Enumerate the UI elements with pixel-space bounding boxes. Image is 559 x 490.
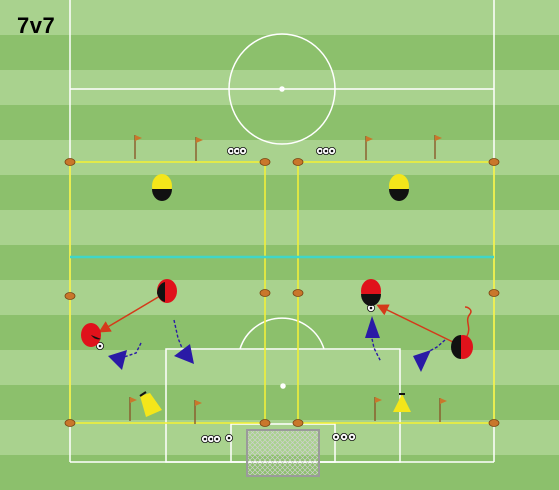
player-disc-icon <box>152 174 172 201</box>
soccer-ball-icon <box>328 147 335 154</box>
cone-icon <box>489 420 499 427</box>
cone-icon <box>65 293 75 300</box>
grass-stripe <box>0 105 559 140</box>
soccer-ball-icon <box>332 433 339 440</box>
soccer-ball-icon <box>340 433 347 440</box>
grass-stripe <box>0 175 559 210</box>
cone-icon <box>293 159 303 166</box>
soccer-ball-icon <box>348 433 355 440</box>
cone-icon <box>293 420 303 427</box>
soccer-ball-icon <box>225 434 232 441</box>
grass-stripe <box>0 385 559 420</box>
centre-spot <box>280 87 284 91</box>
grass-stripe <box>0 35 559 70</box>
cone-icon <box>489 290 499 297</box>
cone-icon <box>260 420 270 427</box>
goal-net-icon <box>247 430 319 476</box>
player-disc-icon <box>389 174 409 201</box>
player-disc-icon <box>157 279 177 303</box>
page-title: 7v7 <box>17 13 55 39</box>
soccer-ball-icon <box>239 147 246 154</box>
cone-icon <box>65 159 75 166</box>
player-disc-icon <box>451 335 473 359</box>
grass-stripe <box>0 140 559 175</box>
grass-stripe <box>0 210 559 245</box>
cone-icon <box>489 159 499 166</box>
cone-icon <box>260 159 270 166</box>
penalty-spot <box>281 384 285 388</box>
player-disc-icon <box>81 323 101 347</box>
grass-stripe <box>0 70 559 105</box>
cone-icon <box>293 290 303 297</box>
player-disc-icon <box>361 279 381 306</box>
cone-icon <box>65 420 75 427</box>
grass-stripe <box>0 245 559 280</box>
cone-icon <box>260 290 270 297</box>
grass-stripe <box>0 280 559 315</box>
grass-stripe <box>0 0 559 35</box>
grass-stripe <box>0 350 559 385</box>
soccer-ball-icon <box>213 435 220 442</box>
